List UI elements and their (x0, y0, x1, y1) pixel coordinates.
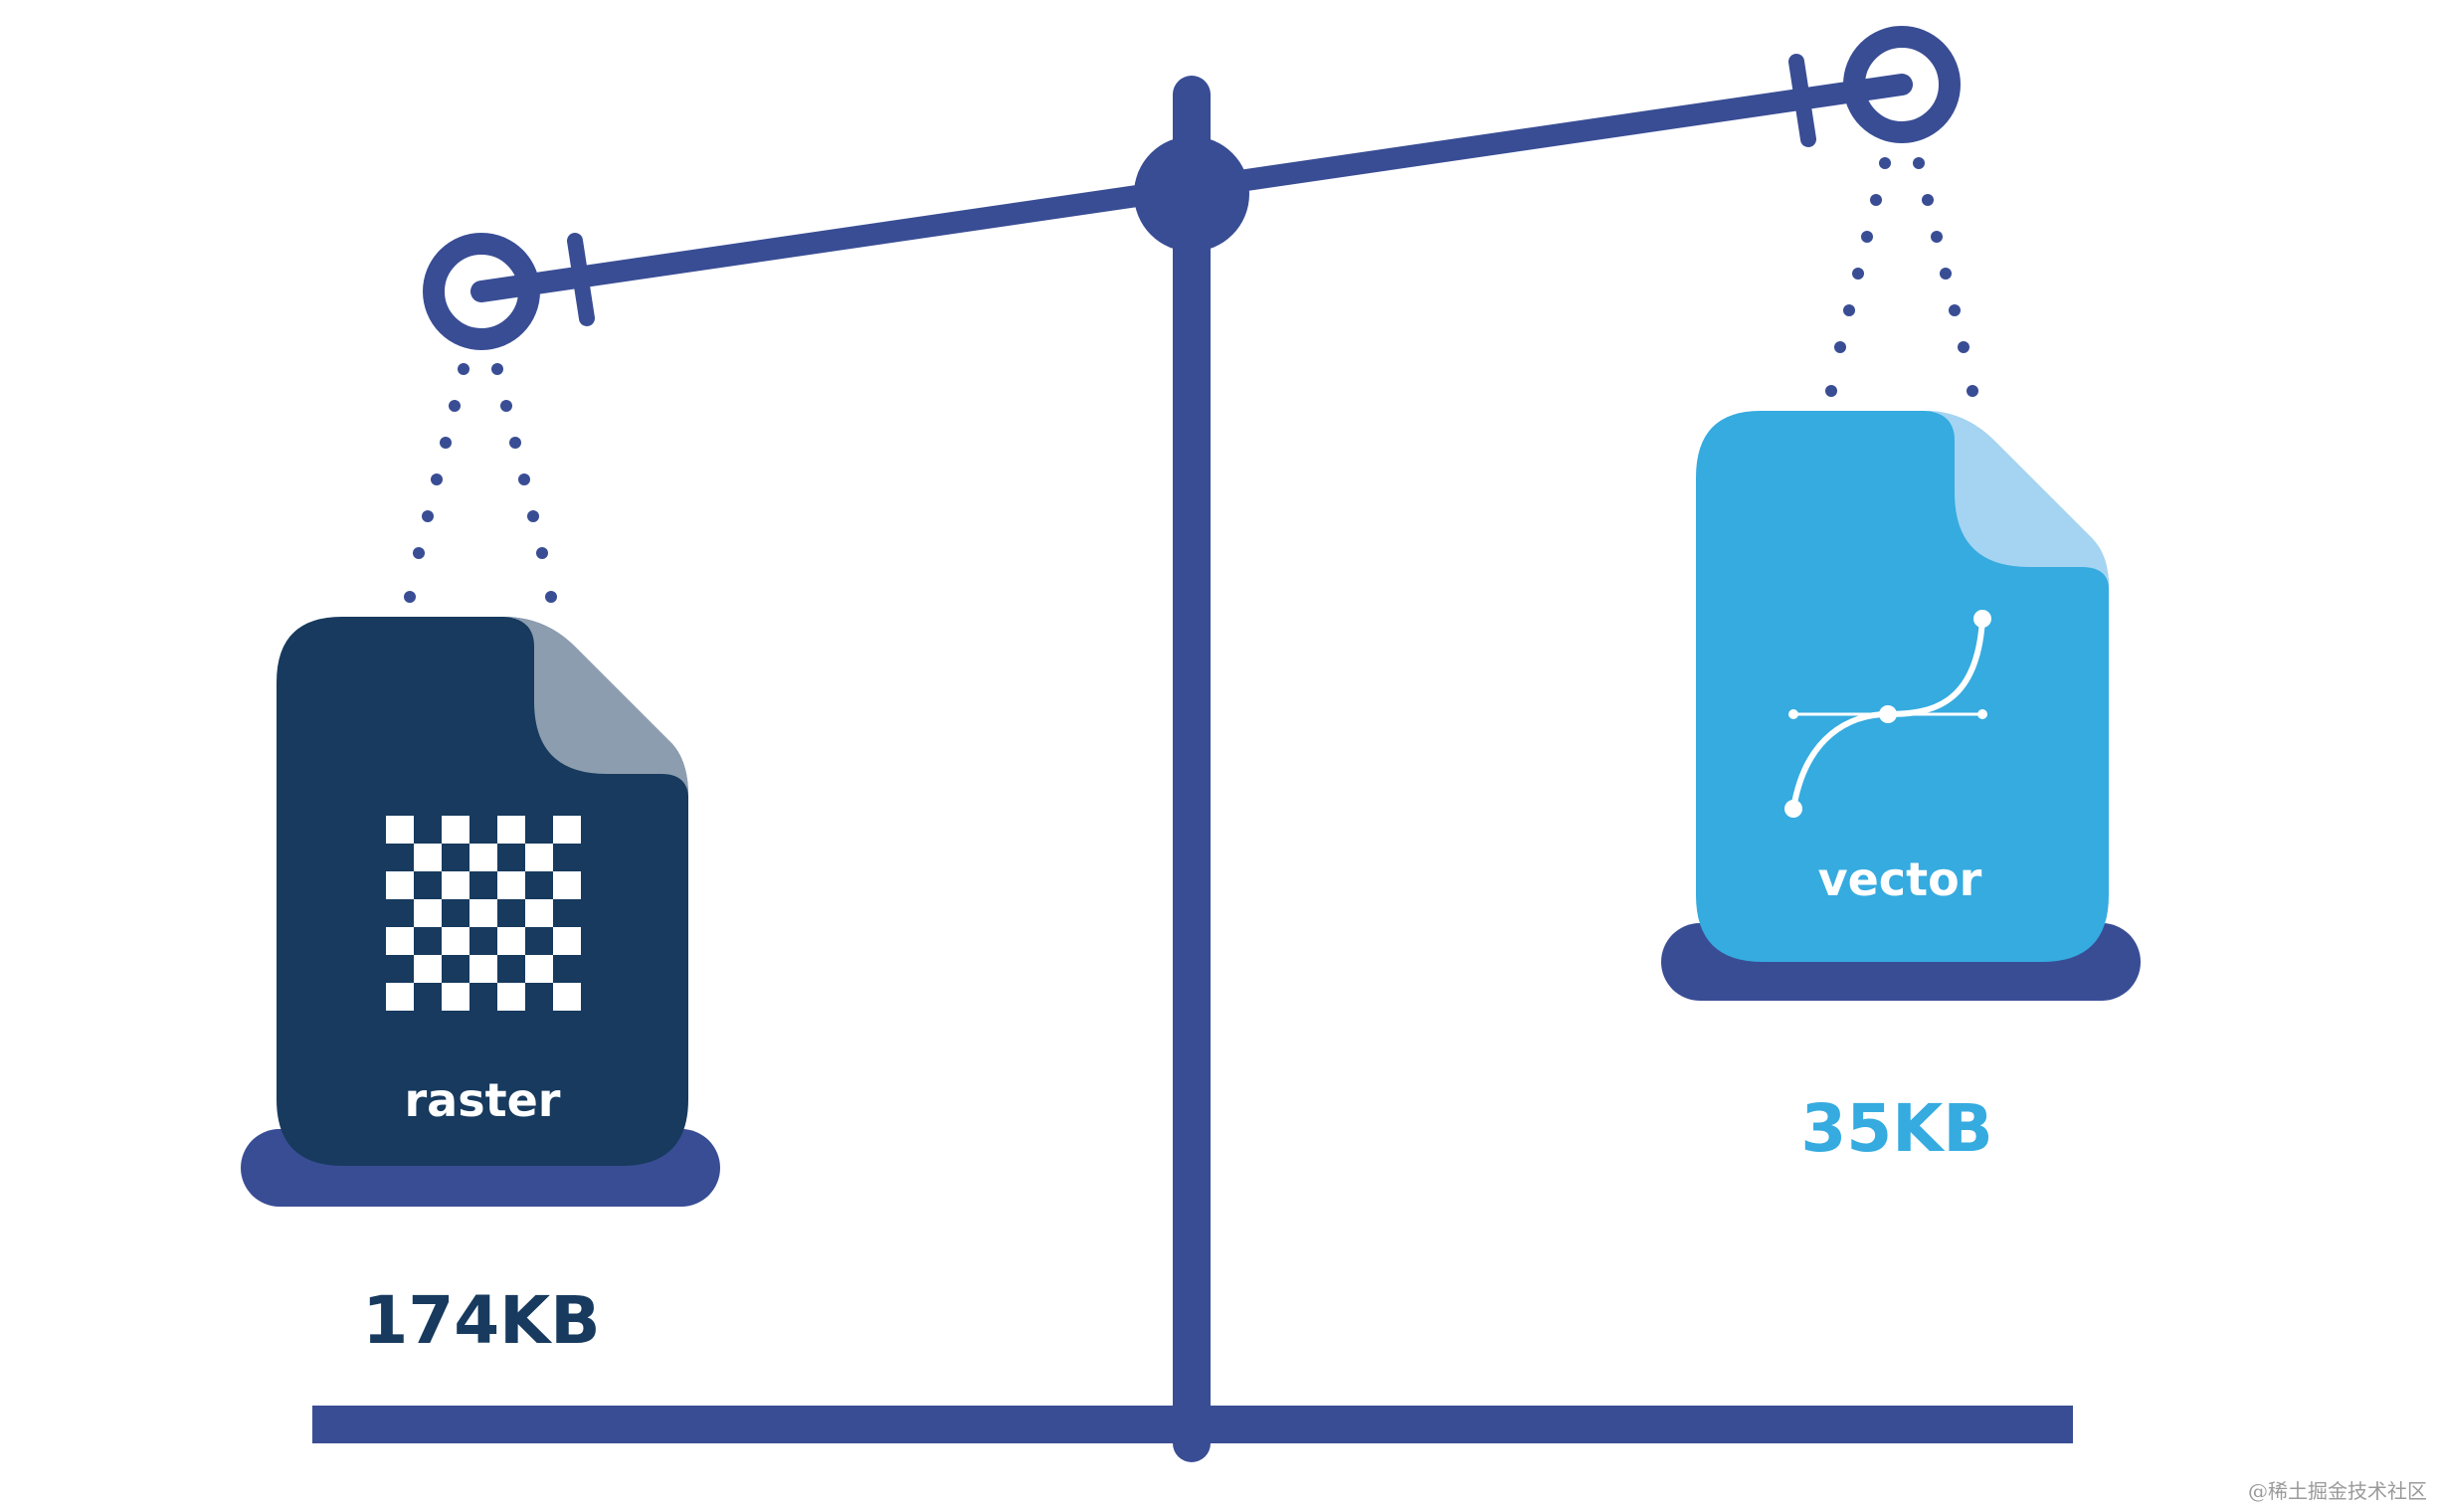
raster-size-label: 174KB (362, 1282, 600, 1359)
scale-pivot (1134, 136, 1249, 252)
checker-square (553, 871, 581, 899)
left-pan-group: raster (241, 617, 720, 1207)
checker-square (497, 983, 525, 1011)
bezier-curve-icon (1784, 610, 1991, 818)
checker-square (414, 899, 442, 927)
vector-size-label: 35KB (1800, 1090, 1992, 1167)
checker-square (469, 899, 497, 927)
checker-square (553, 983, 581, 1011)
checker-square (497, 927, 525, 955)
raster-file-fold (503, 617, 688, 796)
left-beam-ring-icon (423, 233, 540, 350)
checker-square (442, 983, 469, 1011)
checker-square (525, 955, 553, 983)
checker-square (442, 871, 469, 899)
checker-square (442, 816, 469, 844)
checker-square (386, 983, 414, 1011)
checker-square (553, 927, 581, 955)
right-beam-stopper (1788, 54, 1816, 147)
checker-square (386, 816, 414, 844)
vector-label: vector (1818, 852, 1982, 906)
checker-square (414, 955, 442, 983)
right-beam-ring-icon (1843, 26, 1961, 143)
left-beam-stopper (567, 233, 595, 326)
checker-square (442, 927, 469, 955)
checker-square (414, 844, 442, 871)
checker-square (469, 955, 497, 983)
checker-square (497, 816, 525, 844)
checker-square (497, 871, 525, 899)
checker-square (469, 844, 497, 871)
checker-square (386, 927, 414, 955)
checker-square (525, 899, 553, 927)
vector-file-fold (1925, 411, 2109, 587)
right-chain (1825, 157, 1978, 397)
checker-square (553, 816, 581, 844)
raster-label: raster (405, 1073, 561, 1127)
checker-square (525, 844, 553, 871)
watermark-text: @稀土掘金技术社区 (2248, 1479, 2427, 1503)
right-pan-group: vector (1661, 411, 2141, 1001)
balance-scale (312, 26, 2073, 1462)
checker-square (386, 871, 414, 899)
checkerboard-icon (386, 816, 581, 1011)
left-chain (404, 363, 557, 603)
